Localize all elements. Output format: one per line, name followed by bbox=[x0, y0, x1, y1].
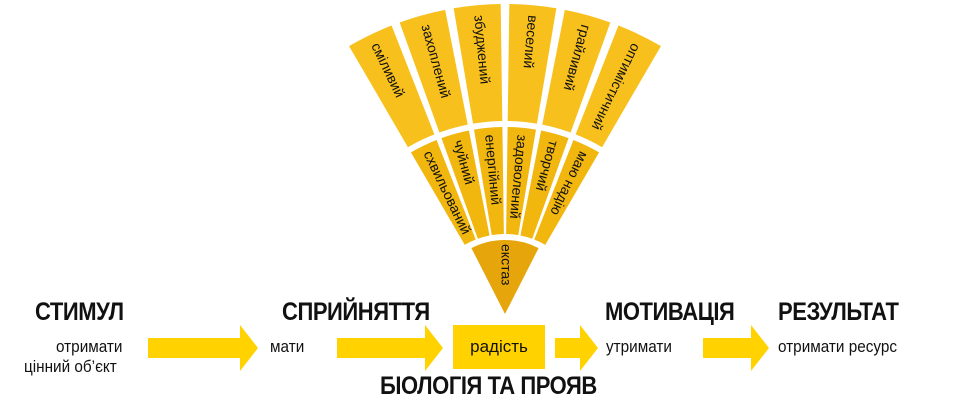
stage-text-perception: мати bbox=[270, 337, 305, 356]
outer-segment bbox=[453, 4, 503, 124]
bottom-title: БІОЛОГІЯ ТА ПРОЯВ bbox=[380, 372, 597, 400]
arrow-right-icon bbox=[703, 325, 769, 371]
arrow-right-icon bbox=[337, 325, 443, 371]
middle-segment bbox=[520, 130, 569, 239]
middle-segment bbox=[410, 139, 476, 245]
outer-segment bbox=[575, 25, 661, 148]
joy-label: радість bbox=[470, 337, 528, 356]
stage-text-stimulus-2: цінний об’єкт bbox=[24, 357, 117, 376]
middle-segment bbox=[441, 130, 490, 239]
stage-text-result: отримати ресурс bbox=[778, 337, 898, 356]
stage-title-stimulus: СТИМУЛ bbox=[35, 298, 124, 326]
arrow-right-icon bbox=[555, 325, 598, 371]
outer-label-2: збуджений bbox=[471, 14, 493, 84]
outer-label-3: веселий bbox=[521, 15, 542, 69]
core-label: екстаз bbox=[498, 244, 514, 285]
stage-title-perception: СПРИЙНЯТТЯ bbox=[282, 298, 430, 326]
middle-label-2: енергійний bbox=[482, 134, 504, 206]
stage-text-motivation: утримати bbox=[606, 337, 672, 356]
middle-segment bbox=[534, 139, 600, 245]
arrow-right-icon bbox=[148, 325, 258, 371]
joy-box: радість bbox=[453, 325, 545, 369]
outer-segment bbox=[542, 9, 611, 133]
stage-title-motivation: МОТИВАЦІЯ bbox=[605, 298, 735, 326]
middle-segment bbox=[506, 127, 536, 236]
outer-segment bbox=[399, 9, 468, 133]
stage-title-result: РЕЗУЛЬТАТ bbox=[778, 298, 899, 326]
core-segment bbox=[471, 240, 539, 314]
outer-segment bbox=[349, 25, 435, 148]
middle-label-3: задоволений bbox=[507, 134, 531, 219]
outer-segment bbox=[507, 4, 557, 124]
middle-segment bbox=[474, 127, 504, 236]
stage-text-stimulus-1: отримати bbox=[56, 337, 123, 356]
